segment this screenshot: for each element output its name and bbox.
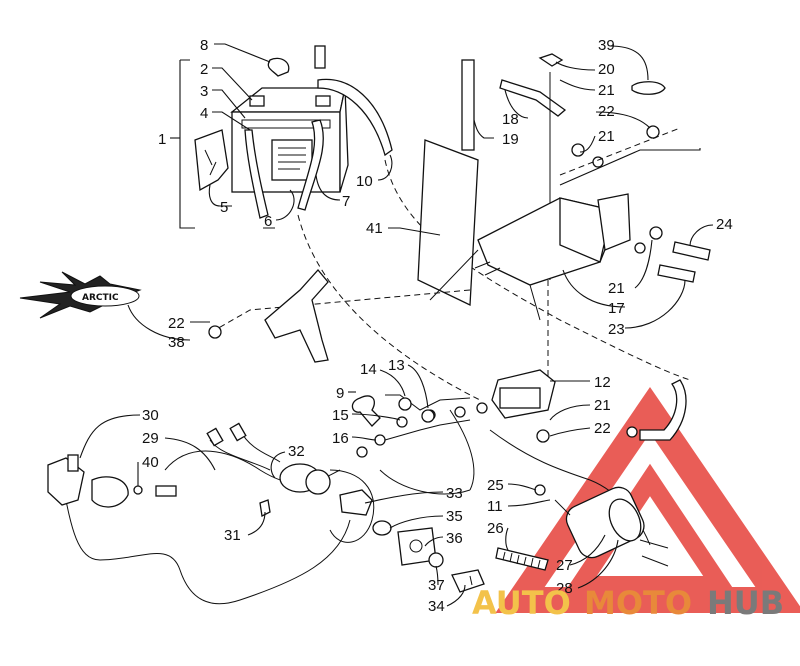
switch-washer <box>372 520 392 536</box>
callout-22a: 22 <box>598 103 615 120</box>
screw <box>133 485 143 495</box>
callout-5: 5 <box>220 199 228 216</box>
callout-17: 17 <box>608 300 625 317</box>
callout-9: 9 <box>336 385 344 402</box>
group-bracket-1 <box>179 59 275 229</box>
callout-29: 29 <box>142 430 159 447</box>
ignition-key <box>451 569 485 593</box>
callout-10: 10 <box>356 173 373 190</box>
fuse-holder <box>91 476 129 508</box>
callout-32: 32 <box>288 443 305 460</box>
switch-nut <box>428 552 444 568</box>
callout-22b: 22 <box>168 315 185 332</box>
nut <box>398 397 412 411</box>
battery-vent-tube <box>244 129 269 219</box>
battery-cable-positive <box>317 78 393 157</box>
callout-23: 23 <box>608 321 625 338</box>
callout-2: 2 <box>200 61 208 78</box>
callout-38: 38 <box>168 334 185 351</box>
callout-34: 34 <box>428 598 445 615</box>
svg-text:ARCTIC: ARCTIC <box>82 293 119 303</box>
callout-14: 14 <box>360 361 377 378</box>
callout-19: 19 <box>502 131 519 148</box>
nut <box>534 484 546 496</box>
watermark-moto: MOTO <box>584 584 692 622</box>
callout-31: 31 <box>224 527 241 544</box>
callout-6: 6 <box>264 213 272 230</box>
nut <box>208 325 222 339</box>
callout-36: 36 <box>446 530 463 547</box>
callout-3: 3 <box>200 83 208 100</box>
starter-relay <box>565 486 669 567</box>
callout-21b: 21 <box>598 128 615 145</box>
callout-15: 15 <box>332 407 349 424</box>
battery-tray <box>474 193 631 286</box>
watermark-auto: AUTO <box>472 584 571 622</box>
nut <box>356 446 368 458</box>
solenoid <box>424 369 556 421</box>
callout-37: 37 <box>428 577 445 594</box>
callout-20: 20 <box>598 61 615 78</box>
callout-35: 35 <box>446 508 463 525</box>
callout-7: 7 <box>342 193 350 210</box>
ignition-switch <box>339 489 373 516</box>
strap <box>461 59 475 151</box>
callout-30: 30 <box>142 407 159 424</box>
callout-41: 41 <box>366 220 383 237</box>
callout-8: 8 <box>200 37 208 54</box>
callout-4: 4 <box>200 105 208 122</box>
bolt <box>657 264 696 283</box>
callouts: 8 2 3 4 1 5 6 7 10 41 18 19 39 20 21 22 … <box>142 37 733 615</box>
spring <box>495 547 549 571</box>
watermark-hub: HUB <box>707 584 784 622</box>
callout-27: 27 <box>556 557 573 574</box>
callout-16: 16 <box>332 430 349 447</box>
callout-13: 13 <box>388 357 405 374</box>
terminal-cover <box>267 57 290 77</box>
terminal-bolt <box>314 45 326 69</box>
callout-22c: 22 <box>594 420 611 437</box>
starburst-logo-icon: ARCTIC <box>19 271 142 319</box>
washer <box>634 242 646 254</box>
callout-25: 25 <box>487 477 504 494</box>
callout-21d: 21 <box>594 397 611 414</box>
hold-down-bracket <box>499 79 567 117</box>
washer <box>571 143 585 157</box>
battery-pad <box>194 129 229 192</box>
battery-shield <box>417 139 479 307</box>
callout-28: 28 <box>556 580 573 597</box>
washer <box>421 409 435 423</box>
callout-40: 40 <box>142 454 159 471</box>
callout-39: 39 <box>598 37 615 54</box>
washer <box>374 434 386 446</box>
nut <box>646 125 660 139</box>
washer <box>649 226 663 240</box>
callout-18: 18 <box>502 111 519 128</box>
callout-26: 26 <box>487 520 504 537</box>
fuse-boot <box>351 395 381 427</box>
callout-21c: 21 <box>608 280 625 297</box>
starter-cable <box>639 379 687 441</box>
callout-1: 1 <box>158 131 166 148</box>
callout-12: 12 <box>594 374 611 391</box>
clamp <box>631 81 666 95</box>
watermark: AUTO MOTO HUB <box>472 584 784 622</box>
nut <box>626 426 638 438</box>
tie-wrap <box>259 499 271 517</box>
callout-24: 24 <box>716 216 733 233</box>
wiring-harness <box>47 409 651 605</box>
mount-bracket <box>264 269 329 363</box>
callout-33: 33 <box>446 485 463 502</box>
callout-21a: 21 <box>598 82 615 99</box>
bolt <box>672 241 711 261</box>
battery-cable-negative <box>297 119 324 211</box>
nut <box>536 429 550 443</box>
wing-nut <box>538 53 564 67</box>
callout-11: 11 <box>487 498 503 515</box>
washer <box>396 416 408 428</box>
